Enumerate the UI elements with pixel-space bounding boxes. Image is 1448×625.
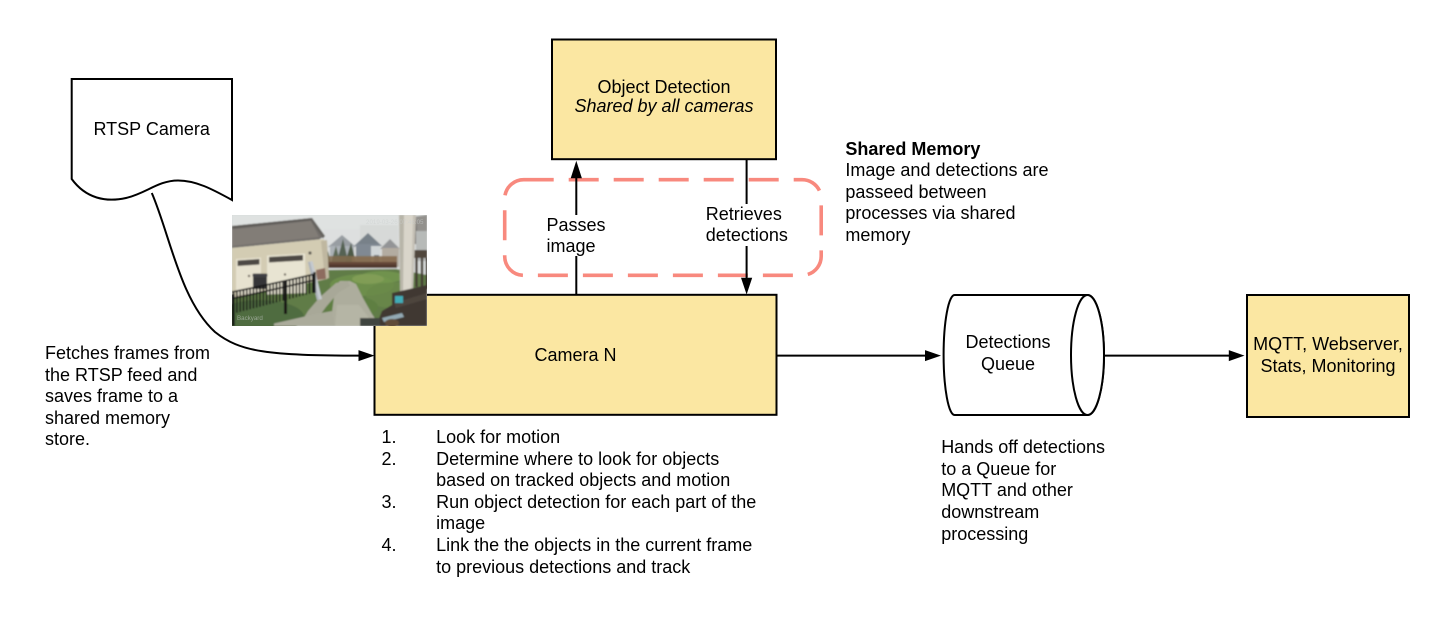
- svg-text:Backyard: Backyard: [237, 315, 263, 322]
- svg-text:2019-03-26 07:46:05: 2019-03-26 07:46:05: [366, 219, 424, 226]
